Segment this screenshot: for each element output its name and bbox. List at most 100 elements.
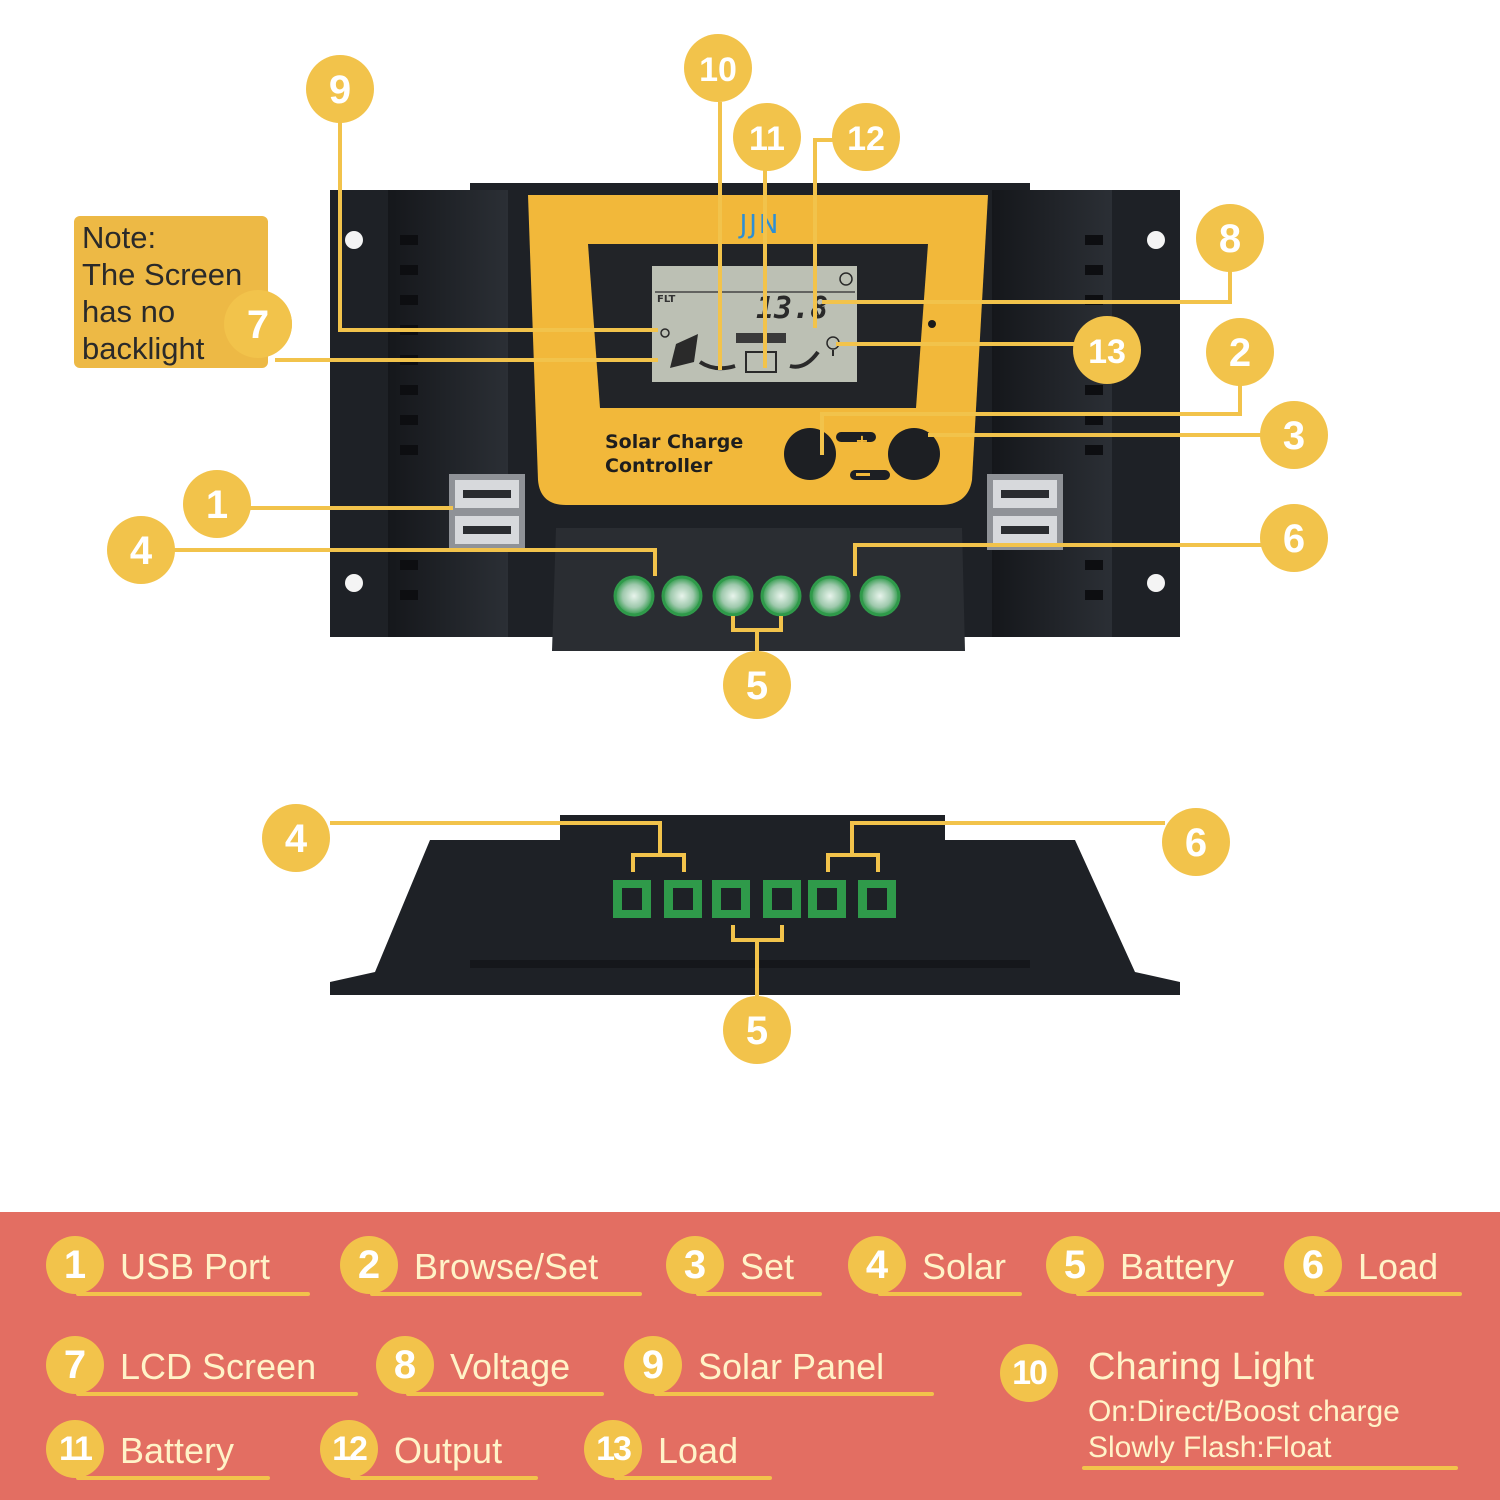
legend-item-set: 3 Set [666,1236,822,1296]
callout-2 [1206,318,1274,386]
legend-panel [0,1212,1500,1500]
callout-6-side [1162,808,1230,876]
callout-9 [306,55,374,123]
legend-item-lcd-screen: 7 LCD Screen [46,1336,358,1396]
battery-icon [736,333,786,373]
side-terminals [613,880,896,918]
terminal-screw-load-negative[interactable] [859,575,901,617]
legend-label: Solar Panel [698,1346,885,1387]
mount-hole [345,574,363,592]
legend-item-load-icon: 13 Load [584,1420,772,1480]
legend-badge: 11 [46,1420,104,1478]
callout-11 [733,103,801,171]
charging-arrow-icon [698,360,736,371]
svg-text:7: 7 [247,303,269,347]
legend-badge: 8 [376,1336,434,1394]
callout-4-side [262,804,330,872]
svg-text:3: 3 [1283,414,1305,458]
legend-desc-charing-light-flash: Slowly Flash:Float [1088,1431,1332,1464]
legend-item-voltage: 8 Voltage [376,1336,604,1396]
legend-item-output: 12 Output [320,1420,538,1480]
leader-lines [172,102,1262,1000]
callout-1 [183,470,251,538]
callout-5-side [723,996,791,1064]
terminal-screw-solar-positive[interactable] [613,575,655,617]
callout-7-overlay: 7 [224,290,292,358]
svg-text:4: 4 [130,529,153,573]
legend-badge: 7 [46,1336,104,1394]
callout-6 [1260,504,1328,572]
callout-12 [832,103,900,171]
terminal-screw-battery-negative[interactable] [760,575,802,617]
legend-item-load: 6 Load [1284,1236,1462,1296]
svg-text:2: 2 [1229,331,1251,375]
legend-label: Output [394,1430,503,1471]
legend-item-battery: 5 Battery [1046,1236,1264,1296]
legend-badge-charing-light: 10 [1000,1344,1058,1402]
legend-label: Browse/Set [414,1246,599,1287]
device-title-line1: Solar Charge [605,431,743,453]
legend-label: Battery [1120,1246,1235,1287]
legend-badge: 5 [1046,1236,1104,1294]
legend-item-browse-set: 2 Browse/Set [340,1236,642,1296]
legend-label: Solar [922,1246,1007,1287]
mount-hole [1147,231,1165,249]
controller-side-view [330,815,1180,995]
svg-text:9: 9 [329,68,351,112]
svg-text:11: 11 [749,120,785,158]
legend-badge: 13 [584,1420,642,1478]
solar-panel-icon [660,328,698,368]
usb-port-right[interactable] [987,474,1063,550]
svg-text:+: + [855,431,868,450]
legend-label: Set [740,1246,795,1287]
svg-text:12: 12 [847,120,885,158]
legend-item-solar: 4 Solar [848,1236,1022,1296]
set-button[interactable] [888,428,940,480]
legend-label-charing-light: Charing Light [1088,1346,1315,1388]
legend-label: Battery [120,1430,235,1471]
browse-set-button[interactable] [784,428,836,480]
svg-text:13: 13 [1088,333,1126,371]
terminal-screw-solar-negative[interactable] [661,575,703,617]
callout-5 [723,651,791,719]
legend-badge: 9 [624,1336,682,1394]
device-title-line2: Controller [605,455,713,477]
legend-badge: 1 [46,1236,104,1294]
output-arrow-icon [789,350,820,369]
legend-item-battery-icon: 11 Battery [46,1420,270,1480]
svg-text:4: 4 [285,817,308,861]
svg-text:5: 5 [746,664,768,708]
callout-10 [684,34,752,102]
lcd-mode-label: FLT [657,294,676,305]
callout-3 [1260,401,1328,469]
legend-label: LCD Screen [120,1346,317,1387]
svg-text:1: 1 [206,483,228,527]
controller-front-view: JJN FLT 13.8 V Solar Charge Controller [330,183,1180,651]
mount-hole [345,231,363,249]
terminal-screw-battery-positive[interactable] [712,575,754,617]
svg-text:6: 6 [1185,821,1207,865]
side-body [330,840,1180,995]
legend-label: Load [1358,1246,1439,1287]
brand-logo: JJN [738,210,781,240]
svg-text:5: 5 [746,1009,768,1053]
legend-underline [1082,1466,1458,1470]
terminal-screw-load-positive[interactable] [809,575,851,617]
svg-text:V: V [814,303,825,322]
legend-badge: 2 [340,1236,398,1294]
legend-label: USB Port [120,1246,271,1287]
legend-badge: 12 [320,1420,378,1478]
legend-label: Voltage [450,1346,571,1387]
legend-desc-charing-light-on: On:Direct/Boost charge [1088,1395,1400,1428]
legend-item-usb-port: 1 USB Port [46,1236,310,1296]
svg-text:10: 10 [699,51,737,89]
usb-port-left[interactable] [449,474,525,550]
legend-label: Load [658,1430,739,1471]
legend-badge: 6 [1284,1236,1342,1294]
legend-item-solar-panel: 9 Solar Panel [624,1336,934,1396]
callout-4 [107,516,175,584]
terminal-screws [613,575,901,617]
svg-text:6: 6 [1283,517,1305,561]
svg-text:8: 8 [1219,217,1241,261]
